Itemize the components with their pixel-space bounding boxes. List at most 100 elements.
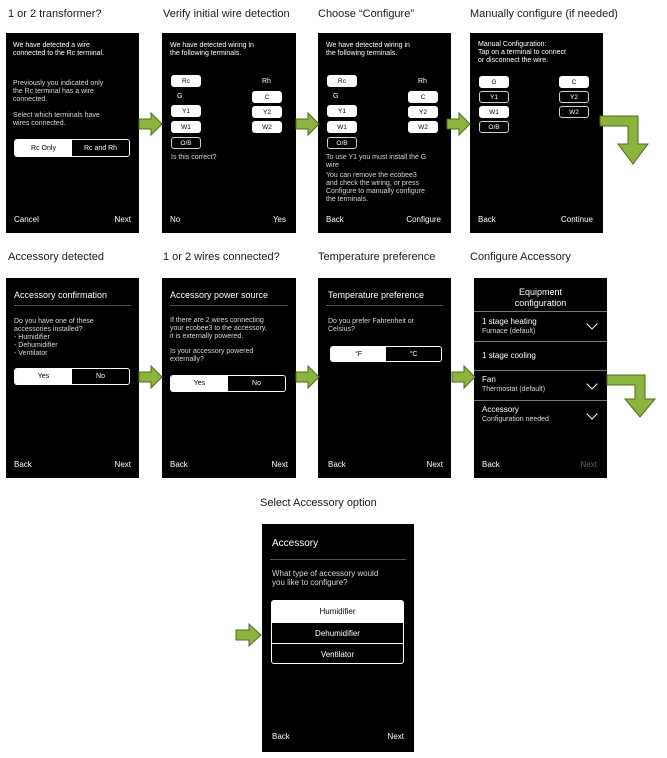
row-divider — [474, 370, 607, 371]
terminal-y2[interactable]: Y2 — [559, 91, 589, 103]
screen-accessory-confirmation: Accessory confirmation Do you have one o… — [6, 278, 139, 478]
terminal-w1[interactable]: W1 — [327, 121, 357, 133]
caption-verify-wires: Verify initial wire detection — [163, 8, 290, 20]
accessory-type-question: What type of accessory would you like to… — [272, 569, 379, 588]
terminal-rh[interactable]: Rh — [262, 78, 271, 85]
screen-choose-configure: We have detected wiring in the following… — [318, 33, 451, 233]
next-button[interactable]: Next — [114, 215, 131, 224]
screen-title: Accessory power source — [170, 290, 269, 300]
back-button[interactable]: Back — [328, 460, 346, 469]
option-ventilator[interactable]: Ventilator — [272, 643, 403, 664]
screen-equipment-configuration: Equipment configuration 1 stage heating … — [474, 278, 607, 478]
terminal-c[interactable]: C — [252, 91, 282, 103]
title-divider — [270, 559, 406, 560]
terminal-w1[interactable]: W1 — [479, 106, 509, 118]
heating-label[interactable]: 1 stage heating — [482, 317, 537, 326]
terminal-y1[interactable]: Y1 — [171, 105, 201, 117]
continue-button[interactable]: Continue — [560, 215, 593, 224]
y1-warning: To use Y1 you must install the G wire — [326, 154, 427, 170]
yes-no-toggle[interactable]: Yes No — [170, 375, 286, 392]
next-button[interactable]: Next — [426, 460, 443, 469]
unit-question: Do you prefer Fahrenheit or Celsius? — [328, 318, 414, 334]
caption-wires-connected: 1 or 2 wires connected? — [163, 251, 280, 263]
confirm-question: Is this correct? — [171, 154, 217, 161]
screen-title: Accessory confirmation — [14, 290, 108, 300]
terminal-w2[interactable]: W2 — [559, 106, 589, 118]
arrow-bend-down-icon — [606, 374, 657, 418]
next-button[interactable]: Next — [580, 460, 597, 469]
caption-manual-configure: Manually configure (if needed) — [470, 8, 618, 20]
accessory-question: Do you have one of these accessories ins… — [14, 318, 94, 358]
terminal-c[interactable]: C — [559, 76, 589, 88]
arrow-right-icon — [295, 111, 320, 137]
screen-temperature-preference: Temperature preference Do you prefer Fah… — [318, 278, 451, 478]
terminal-rh[interactable]: Rh — [418, 78, 427, 85]
back-button[interactable]: Back — [170, 460, 188, 469]
accessory-option-list: Humidifier Dehumidifier Ventilator — [271, 600, 404, 664]
option-humidifier[interactable]: Humidifier — [272, 601, 403, 622]
terminal-c[interactable]: C — [408, 91, 438, 103]
option-celsius[interactable]: °C — [386, 347, 441, 361]
option-no[interactable]: No — [72, 369, 129, 384]
configure-button[interactable]: Configure — [406, 215, 441, 224]
terminal-w2[interactable]: W2 — [408, 121, 438, 133]
caption-temperature: Temperature preference — [318, 251, 436, 263]
fan-value: Thermostat (default) — [482, 386, 546, 393]
terminal-rc[interactable]: Rc — [171, 75, 201, 87]
next-button[interactable]: Next — [271, 460, 288, 469]
back-button[interactable]: Back — [14, 460, 32, 469]
terminal-y1[interactable]: Y1 — [327, 105, 357, 117]
unit-toggle[interactable]: °F °C — [330, 346, 442, 362]
caption-choose-configure: Choose “Configure” — [318, 8, 414, 20]
terminal-ob[interactable]: O/B — [171, 137, 201, 149]
option-dehumidifier[interactable]: Dehumidifier — [272, 622, 403, 643]
option-fahrenheit[interactable]: °F — [331, 347, 386, 361]
configure-instruction: You can remove the ecobee3 and check the… — [326, 172, 425, 204]
title-divider — [170, 305, 288, 306]
terminal-g[interactable]: G — [177, 93, 183, 100]
terminal-y2[interactable]: Y2 — [252, 106, 282, 118]
option-yes[interactable]: Yes — [15, 369, 72, 384]
chevron-down-icon[interactable] — [586, 408, 598, 420]
terminal-w1[interactable]: W1 — [171, 121, 201, 133]
detected-message: We have detected wiring in the following… — [326, 42, 410, 58]
accessory-label[interactable]: Accessory — [482, 405, 519, 414]
fan-label[interactable]: Fan — [482, 375, 496, 384]
terminal-ob[interactable]: O/B — [479, 121, 509, 133]
terminal-choice-toggle[interactable]: Rc Only Rc and Rh — [14, 139, 130, 157]
option-no[interactable]: No — [228, 376, 285, 391]
option-rc-and-rh[interactable]: Rc and Rh — [72, 140, 129, 156]
terminal-y2[interactable]: Y2 — [408, 106, 438, 118]
yes-button[interactable]: Yes — [272, 215, 286, 224]
yes-no-toggle[interactable]: Yes No — [14, 368, 130, 385]
back-button[interactable]: Back — [326, 215, 344, 224]
arrow-right-icon — [446, 111, 471, 137]
terminal-rc[interactable]: Rc — [327, 75, 357, 87]
option-rc-only[interactable]: Rc Only — [15, 140, 72, 156]
terminal-y1[interactable]: Y1 — [479, 91, 509, 103]
back-button[interactable]: Back — [272, 732, 290, 741]
next-button[interactable]: Next — [114, 460, 131, 469]
option-yes[interactable]: Yes — [171, 376, 228, 391]
detected-message: We have detected a wire connected to the… — [13, 42, 105, 58]
terminal-g[interactable]: G — [333, 93, 339, 100]
chevron-down-icon[interactable] — [586, 378, 598, 390]
screen-accessory-power: Accessory power source If there are 2 wi… — [162, 278, 296, 478]
arrow-bend-down-icon — [599, 115, 649, 165]
title-divider — [474, 311, 607, 312]
accessory-value: Configuration needed — [482, 416, 549, 423]
caption-transformer: 1 or 2 transformer? — [8, 8, 102, 20]
back-button[interactable]: Back — [478, 215, 496, 224]
chevron-down-icon[interactable] — [586, 318, 598, 330]
next-button[interactable]: Next — [387, 732, 404, 741]
cooling-label[interactable]: 1 stage cooling — [482, 351, 536, 360]
no-button[interactable]: No — [170, 215, 181, 224]
terminal-g[interactable]: G — [479, 76, 509, 88]
back-button[interactable]: Back — [482, 460, 500, 469]
terminal-ob[interactable]: O/B — [327, 137, 357, 149]
terminal-w2[interactable]: W2 — [252, 121, 282, 133]
select-instruction: Select which terminals have wires connec… — [13, 112, 100, 128]
title-divider — [326, 305, 443, 306]
cancel-button[interactable]: Cancel — [14, 215, 39, 224]
caption-configure-accessory: Configure Accessory — [470, 251, 571, 263]
